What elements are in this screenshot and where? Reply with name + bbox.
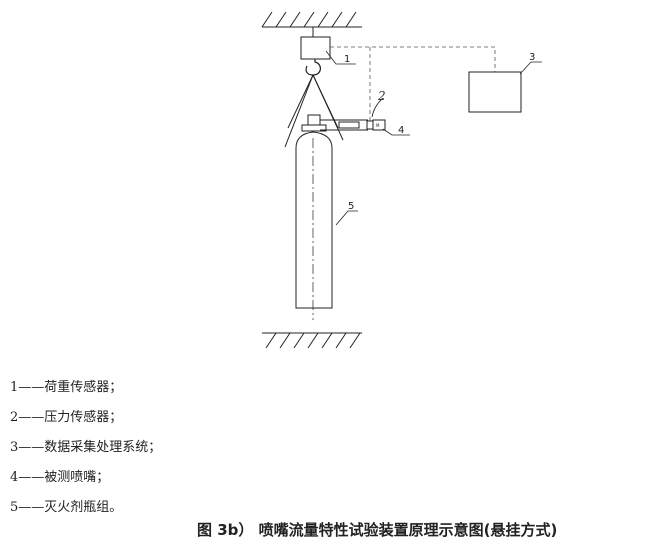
legend-text: ——被测喷嘴； bbox=[18, 470, 110, 485]
legend-text: ——灭火剂瓶组。 bbox=[18, 500, 123, 515]
legend-item: 2——压力传感器； bbox=[10, 403, 161, 433]
load-cell bbox=[300, 36, 331, 60]
legend-text: ——数据采集处理系统； bbox=[18, 440, 162, 455]
label-2: 2 bbox=[377, 89, 386, 103]
label-5: 5 bbox=[348, 201, 354, 212]
label-3: 3 bbox=[529, 52, 535, 63]
leader-lines bbox=[325, 50, 542, 226]
legend-item: 5——灭火剂瓶组。 bbox=[10, 493, 161, 523]
hook bbox=[305, 59, 321, 76]
legend-item: 4——被测喷嘴； bbox=[10, 463, 161, 493]
label-4: 4 bbox=[398, 125, 404, 136]
figure-caption: 图 3b） 喷嘴流量特性试验装置原理示意图(悬挂方式) bbox=[197, 521, 558, 539]
legend-number: 5 bbox=[10, 500, 19, 515]
legend-list: 1——荷重传感器； 2——压力传感器； 3——数据采集处理系统； 4——被测喷嘴… bbox=[10, 373, 161, 523]
data-acquisition-box bbox=[468, 71, 522, 113]
legend-number: 2 bbox=[10, 410, 19, 425]
discharge-pipe bbox=[320, 119, 368, 131]
legend-number: 4 bbox=[10, 470, 19, 485]
legend-number: 1 bbox=[10, 380, 19, 395]
legend-text: ——荷重传感器； bbox=[18, 380, 123, 395]
pressure-fitting bbox=[366, 120, 374, 130]
sling-cables bbox=[284, 74, 344, 148]
ceiling-support bbox=[261, 11, 362, 28]
test-nozzle bbox=[372, 119, 386, 131]
legend-item: 1——荷重传感器； bbox=[10, 373, 161, 403]
legend-item: 3——数据采集处理系统； bbox=[10, 433, 161, 463]
floor-support bbox=[262, 332, 362, 349]
legend-number: 3 bbox=[10, 440, 19, 455]
label-1: 1 bbox=[344, 54, 350, 65]
agent-cylinder bbox=[295, 131, 333, 320]
nozzle-mark: M bbox=[376, 123, 380, 128]
schematic-diagram: M 1 2 3 4 5 bbox=[261, 11, 542, 349]
signal-lines bbox=[330, 46, 496, 122]
valve-head bbox=[301, 114, 327, 132]
legend-text: ——压力传感器； bbox=[18, 410, 123, 425]
